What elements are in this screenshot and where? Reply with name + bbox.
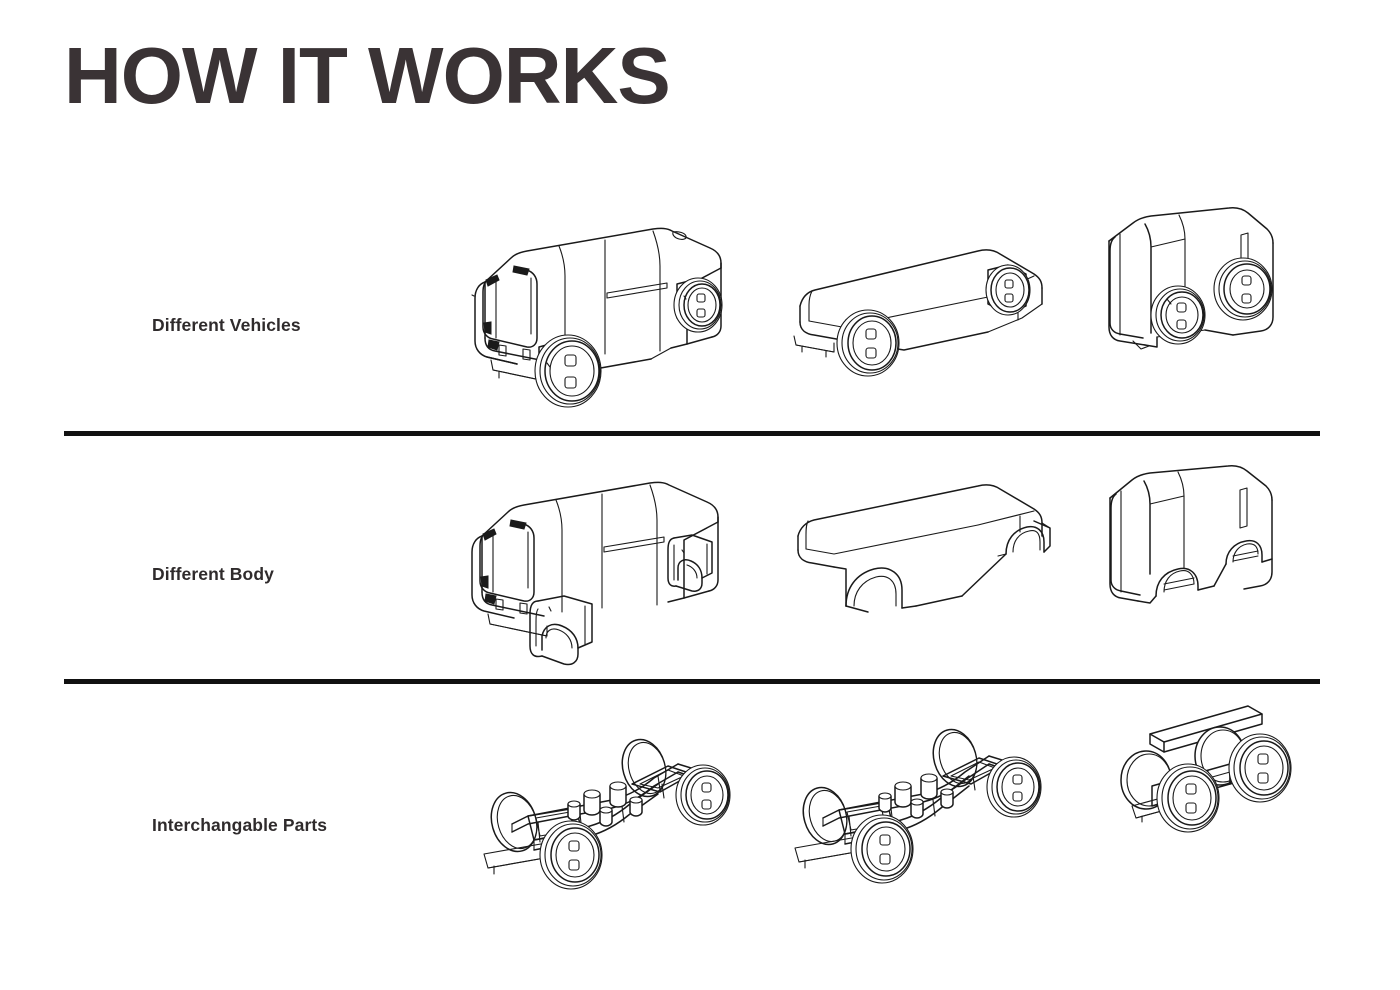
wheel-far [932,728,978,788]
row-interchangable-parts: Interchangable Parts [0,684,1400,934]
figure-body-van [452,478,757,673]
wheel-front [836,309,900,377]
figure-chassis-medium [785,724,1055,884]
figure-vehicle-flatbed [782,248,1072,398]
wheel-arch-rear [667,534,713,592]
row-label-different-vehicles: Different Vehicles [152,315,301,335]
wheel-rear-right [986,756,1042,818]
wheel-near-right [1228,733,1292,803]
divider-1 [64,431,1320,436]
wheel-front [534,334,602,408]
wheel-rear [985,264,1031,316]
figure-chassis-short [1096,694,1316,854]
figure-vehicle-compact [1093,205,1303,380]
figure-vehicle-van [455,222,755,412]
row-different-vehicles: Different Vehicles [0,180,1400,433]
figure-body-flatbed [782,484,1072,629]
mounting-posts [878,773,954,819]
page-title: HOW IT WORKS [64,31,671,120]
wheel-arch-front [529,595,593,666]
wheel-rear-right [675,764,731,826]
row-different-body: Different Body [0,436,1400,681]
wheel-near-left [1156,763,1220,833]
row-label-interchangable-parts: Interchangable Parts [152,815,328,835]
wheel-rear [673,277,723,333]
divider-2 [64,679,1320,684]
wheel-front-near [539,820,603,890]
mounting-posts [567,781,643,827]
wheel-front [1150,285,1206,345]
figure-chassis-long [472,728,752,898]
wheel-rear [1213,257,1273,321]
figure-body-compact [1094,464,1304,629]
wheel-front-near [850,814,914,884]
row-label-different-body: Different Body [152,564,274,584]
